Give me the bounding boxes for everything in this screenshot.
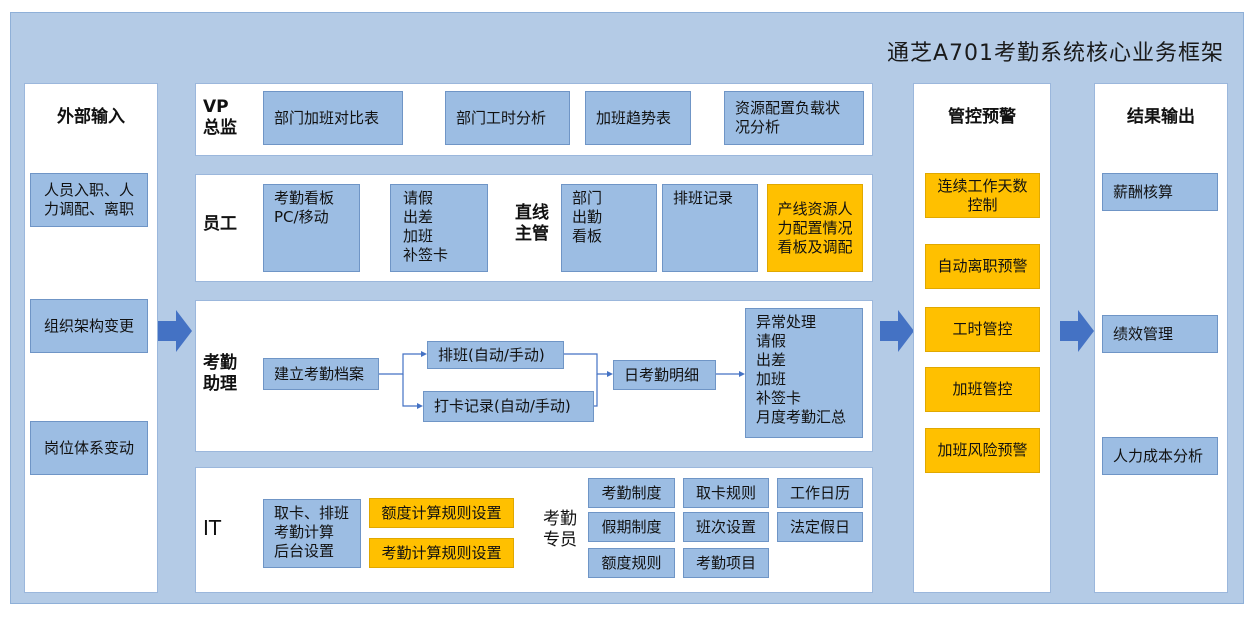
control-item-auto-resign: 自动离职预警: [925, 244, 1040, 289]
specialist-box-attendance-policy: 考勤制度: [588, 478, 675, 508]
assistant-box-daily-detail: 日考勤明细: [613, 360, 716, 390]
control-item-hours: 工时管控: [925, 307, 1040, 352]
external-item-org-change: 组织架构变更: [30, 299, 148, 353]
it-box-calc-rule: 考勤计算规则设置: [369, 538, 514, 568]
it-box-backend: 取卡、排班 考勤计算 后台设置: [263, 499, 361, 568]
manager-box-schedule-record: 排班记录: [662, 184, 758, 272]
assistant-box-exceptions: 异常处理 请假 出差 加班 补签卡 月度考勤汇总: [745, 308, 863, 438]
arrowhead-icon: [421, 351, 427, 357]
assistant-connectors: [379, 351, 745, 409]
output-item-performance: 绩效管理: [1102, 315, 1218, 353]
connector-to-shift: [379, 353, 423, 375]
assistant-box-punch-record: 打卡记录(自动/手动): [423, 391, 594, 422]
vp-box-overtime-trend: 加班趋势表: [585, 91, 691, 145]
specialist-box-holidays: 法定假日: [777, 512, 863, 542]
arrowhead-icon: [607, 371, 613, 377]
arrowhead-icon: [739, 371, 745, 377]
control-item-overtime-risk: 加班风险预警: [925, 428, 1040, 473]
assistant-box-shift: 排班(自动/手动): [427, 341, 564, 369]
employee-box-requests: 请假 出差 加班 补签卡: [390, 184, 488, 272]
it-role-label: IT: [203, 516, 222, 540]
vp-role-label: VP 总监: [203, 97, 237, 138]
output-header: 结果输出: [1127, 107, 1195, 127]
flow-arrow-icon: [158, 310, 192, 352]
manager-role-label: 直线 主管: [515, 203, 549, 244]
specialist-box-leave-policy: 假期制度: [588, 512, 675, 542]
specialist-role-label: 考勤 专员: [543, 509, 577, 550]
specialist-box-shift-setting: 班次设置: [683, 512, 769, 542]
flow-arrow-icon: [880, 310, 914, 352]
specialist-box-attendance-items: 考勤项目: [683, 548, 769, 578]
external-item-onboarding: 人员入职、人力调配、离职: [30, 173, 148, 227]
it-box-quota-rule: 额度计算规则设置: [369, 498, 514, 528]
specialist-box-card-rule: 取卡规则: [683, 478, 769, 508]
control-item-overtime: 加班管控: [925, 367, 1040, 412]
arrowhead-icon: [417, 403, 423, 409]
output-item-hr-cost: 人力成本分析: [1102, 437, 1218, 475]
employee-role-label: 员工: [203, 214, 237, 234]
specialist-box-quota-rule: 额度规则: [588, 548, 675, 578]
vp-box-dept-overtime: 部门加班对比表: [263, 91, 403, 145]
connector-to-punch: [402, 374, 419, 407]
external-item-position-change: 岗位体系变动: [30, 421, 148, 475]
assistant-role-label: 考勤 助理: [203, 353, 237, 394]
control-header: 管控预警: [948, 107, 1016, 127]
diagram-title: 通芝A701考勤系统核心业务框架: [886, 41, 1224, 66]
connector-shift-to-daily: [564, 353, 607, 375]
vp-box-dept-hours: 部门工时分析: [445, 91, 570, 145]
manager-box-dept-board: 部门 出勤 看板: [561, 184, 657, 272]
output-item-payroll: 薪酬核算: [1102, 173, 1218, 211]
control-item-consecutive-days: 连续工作天数控制: [925, 173, 1040, 218]
flow-arrow-icon: [1060, 310, 1094, 352]
assistant-box-create-profile: 建立考勤档案: [263, 358, 379, 390]
specialist-box-work-calendar: 工作日历: [777, 478, 863, 508]
vp-box-resource-load: 资源配置负载状况分析: [724, 91, 864, 145]
manager-box-resource-board: 产线资源人力配置情况看板及调配: [767, 184, 863, 272]
connector-punch-to-daily: [594, 374, 598, 407]
employee-box-attendance-board: 考勤看板 PC/移动: [263, 184, 360, 272]
external-input-header: 外部输入: [57, 107, 125, 127]
